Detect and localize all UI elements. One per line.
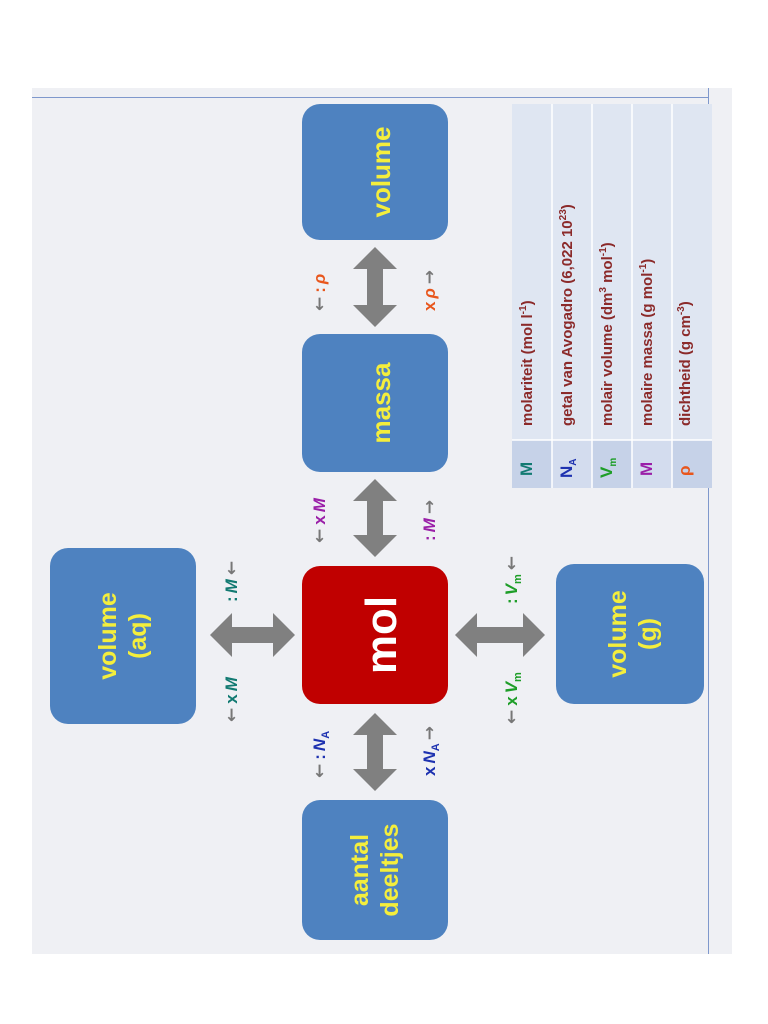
box-massa-label: massa	[366, 362, 396, 443]
top-rule	[32, 97, 708, 98]
legend-row-bg	[592, 440, 632, 488]
legend-description: molariteit (mol l-1)	[518, 300, 536, 426]
operator-divide-M: :M→	[420, 500, 440, 541]
box-volume: volume	[302, 104, 448, 240]
legend-panel	[512, 104, 712, 488]
legend-description: getal van Avogadro (6,022 1023)	[558, 204, 576, 426]
legend-symbol: ρ	[675, 465, 694, 476]
legend-row-bg	[552, 440, 592, 488]
operator-times-NA: xNA→	[420, 726, 442, 776]
box-mol: mol	[302, 566, 448, 704]
operator-times-rho: xρ→	[420, 270, 440, 311]
operator-times-molarity: ←xM	[222, 676, 242, 722]
legend-description: molair volume (dm3 mol-1)	[598, 242, 616, 426]
box-aantal-label: aantal	[346, 834, 374, 906]
operator-divide-NA: ←:NA	[310, 731, 332, 778]
legend-row-bg	[672, 440, 712, 488]
operator-times-Vm: ←xVm	[502, 672, 524, 724]
operator-times-M: ←xM	[310, 497, 330, 543]
legend-symbol: M	[637, 462, 656, 476]
double-arrow-massa-mol	[353, 479, 397, 557]
box-volume-gas: volume (g)	[556, 564, 704, 704]
operator-divide-molarity: :M←	[222, 561, 242, 602]
operator-divide-rho: ←:ρ	[310, 274, 330, 311]
operator-divide-Vm: :Vm←	[502, 556, 524, 604]
legend-description: dichtheid (g cm-3)	[676, 301, 694, 426]
box-volume-label: volume	[366, 126, 396, 217]
box-aantal-deeltjes: aantal deeltjes	[302, 800, 448, 940]
double-arrow-mol-deeltjes	[353, 713, 397, 791]
legend-description: molaire massa (g mol-1)	[638, 259, 656, 426]
box-volume-aq-label-2: (aq)	[124, 613, 152, 659]
legend-symbol: Vm	[597, 458, 619, 478]
box-mol-label: mol	[357, 596, 406, 674]
box-deeltjes-label: deeltjes	[376, 823, 404, 916]
legend-symbol: M	[517, 462, 536, 476]
right-rule	[708, 88, 709, 954]
box-volume-aq: volume (aq)	[50, 548, 196, 724]
double-arrow-mol-gas	[455, 613, 545, 657]
box-volume-gas-label-2: (g)	[634, 618, 662, 650]
legend-row-bg	[632, 440, 672, 488]
legend: ρ dichtheid (g cm-3) M molaire massa (g …	[512, 104, 712, 488]
legend-symbol: NA	[557, 458, 579, 478]
double-arrow-volume-massa	[353, 247, 397, 327]
box-volume-gas-label-1: volume	[604, 590, 632, 678]
double-arrow-mol-aq	[210, 613, 295, 657]
legend-row-bg	[512, 440, 552, 488]
box-volume-aq-label-1: volume	[94, 592, 122, 680]
box-massa: massa	[302, 334, 448, 472]
